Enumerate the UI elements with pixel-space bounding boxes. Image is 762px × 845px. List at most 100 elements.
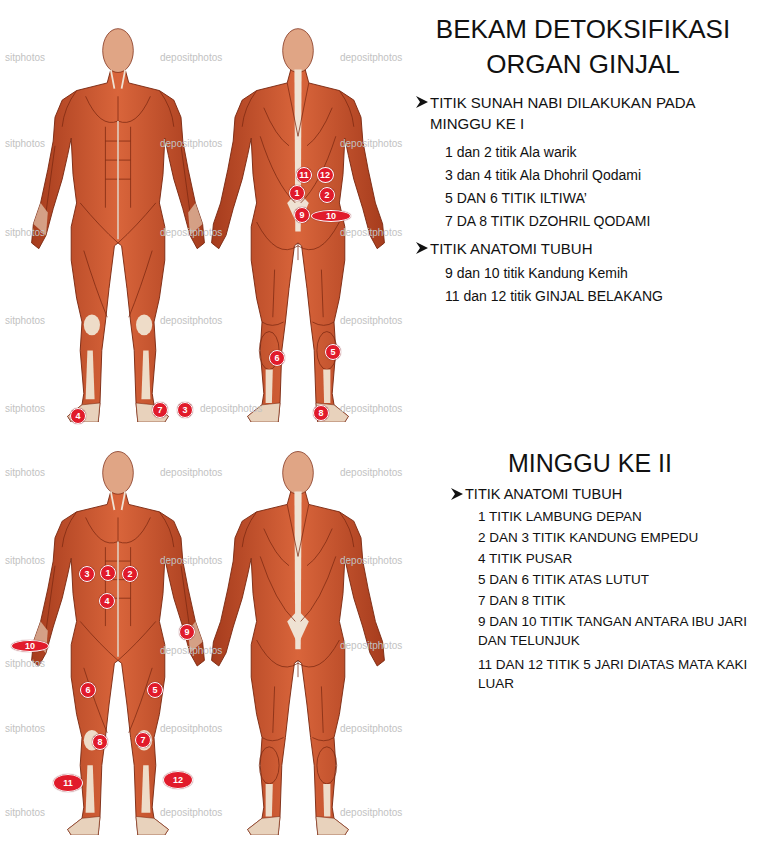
callout-number: 9 [184,627,189,637]
callout-marker: 8 [92,734,108,750]
watermark: depositphotos [340,467,402,479]
back-figure [212,29,385,422]
watermark: sitphotos [5,227,45,239]
callout-number: 11 [63,778,73,788]
watermark: depositphotos [160,467,222,479]
callout-number: 9 [299,210,304,220]
callout-number: 1 [105,568,110,578]
watermark: depositphotos [340,227,402,239]
callout-number: 12 [320,170,330,180]
callout-number: 5 [330,347,335,357]
watermark: depositphotos [200,403,262,415]
watermark: depositphotos [160,227,222,239]
callout-marker: 8 [313,405,329,421]
watermark: depositphotos [160,723,222,735]
watermark: sitphotos [5,658,45,670]
point-description: 1 TITIK LAMBUNG DEPAN [478,507,758,526]
watermark: sitphotos [5,403,45,415]
callout-number: 11 [299,170,309,180]
callout-number: 12 [173,775,183,785]
callout-marker: 11 [53,774,83,792]
watermark: depositphotos [160,315,222,327]
callout-number: 10 [326,211,336,221]
callout-marker: 12 [317,167,334,183]
watermark: sitphotos [5,555,45,567]
watermark: depositphotos [160,807,222,819]
watermark: depositphotos [160,52,222,64]
callout-marker: 7 [135,732,151,748]
front-figure [32,29,205,422]
point-description: 5 DAN 6 TITIK ATAS LUTUT [478,570,758,589]
callout-marker: 12 [163,771,193,789]
callout-number: 3 [84,569,89,579]
callout-number: 4 [104,596,109,606]
callout-marker: 1 [289,185,305,201]
callout-marker: 2 [319,187,335,203]
point-description: 1 dan 2 titik Ala warik [445,142,745,162]
callout-marker: 11 [296,167,312,183]
callout-number: 10 [25,641,35,651]
watermark: depositphotos [340,403,402,415]
watermark: sitphotos [5,467,45,479]
point-description: 9 dan 10 titik Kandung Kemih [445,263,745,283]
callout-marker: 3 [177,402,193,418]
callout-marker: 2 [122,566,138,582]
point-description: TITIK ANATOMI TUBUH [465,484,745,504]
point-description: 7 DAN 8 TITIK [478,591,758,610]
watermark: depositphotos [340,52,402,64]
callout-marker: 5 [325,344,341,360]
callout-marker: 6 [80,682,96,698]
watermark: depositphotos [160,555,222,567]
watermark: sitphotos [5,807,45,819]
watermark: sitphotos [5,52,45,64]
callout-marker: 1 [100,565,116,581]
watermark: sitphotos [5,315,45,327]
callout-marker: 5 [147,682,163,698]
watermark: depositphotos [340,807,402,819]
callout-number: 3 [182,405,187,415]
callout-marker: 10 [311,210,351,222]
point-description: 11 dan 12 titik GINJAL BELAKANG [445,286,745,306]
title-text: BEKAM DETOKSIFIKASI ORGAN GINJAL [418,12,748,82]
watermark: depositphotos [340,555,402,567]
watermark: depositphotos [340,723,402,735]
front-figure [32,452,205,836]
callout-number: 7 [140,735,145,745]
point-description: 4 TITIK PUSAR [478,549,758,568]
point-description: TITIK ANATOMI TUBUH [430,238,730,259]
callout-marker: 6 [269,350,285,366]
callout-number: 7 [157,405,162,415]
callout-marker: 7 [152,402,168,418]
section-heading: MINGGU KE II [470,446,710,481]
callout-number: 2 [127,569,132,579]
callout-number: 8 [97,737,102,747]
watermark: sitphotos [5,723,45,735]
watermark: sitphotos [5,138,45,150]
callout-number: 6 [274,353,279,363]
callout-number: 2 [324,190,329,200]
point-description: 7 DA 8 TITIK DZOHRIL QODAMI [445,211,745,231]
muscle-figure [32,29,385,835]
point-description: 3 dan 4 titik Ala Dhohril Qodami [445,165,745,185]
point-description: 2 DAN 3 TITIK KANDUNG EMPEDU [478,528,758,547]
watermark: depositphotos [160,138,222,150]
watermark: depositphotos [160,645,222,657]
watermark: depositphotos [340,640,402,652]
callout-marker: 3 [79,566,95,582]
callout-number: 1 [294,188,299,198]
point-description: 11 DAN 12 TITIK 5 JARI DIATAS MATA KAKI … [478,655,758,693]
point-description: 9 DAN 10 TITIK TANGAN ANTARA IBU JARI DA… [478,612,758,650]
point-description: TITIK SUNAH NABI DILAKUKAN PADA MINGGU K… [430,92,755,134]
callout-marker: 4 [70,408,86,424]
callout-marker: 9 [294,207,310,223]
callout-marker: 4 [99,593,115,609]
point-description: 5 DAN 6 TITIK ILTIWA’ [445,188,745,208]
watermark: depositphotos [340,315,402,327]
callout-marker: 10 [11,640,49,652]
callout-number: 4 [75,411,80,421]
callout-number: 8 [318,408,323,418]
watermark: depositphotos [340,138,402,150]
callout-marker: 9 [179,624,195,640]
